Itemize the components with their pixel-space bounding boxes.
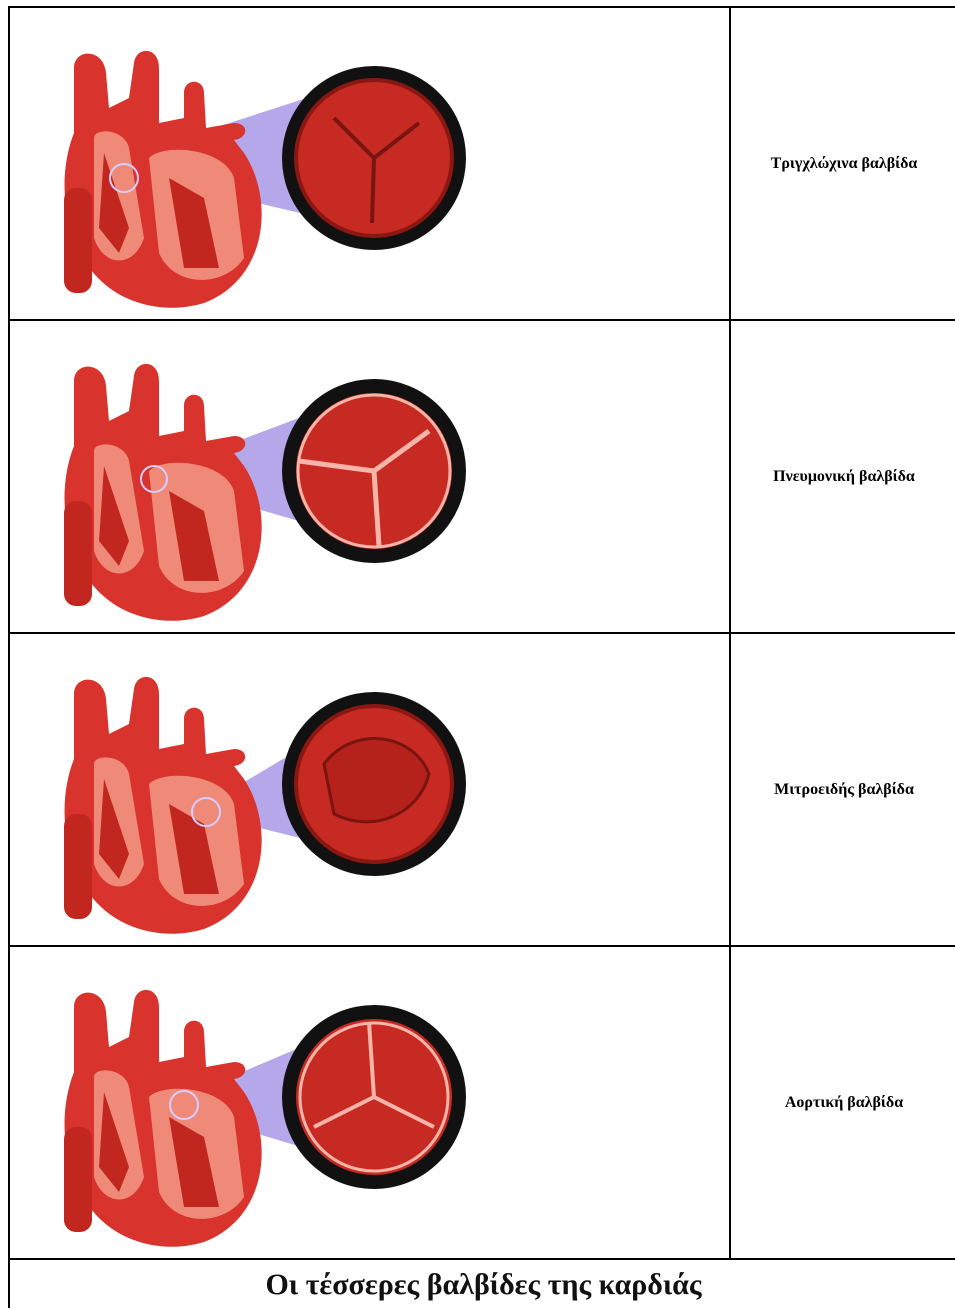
image-cell	[10, 8, 731, 319]
label-cell: Τριγχλώχινα βαλβίδα	[731, 8, 955, 319]
valve-label: Τριγχλώχινα βαλβίδα	[771, 155, 918, 173]
heart-mitral-illustration	[34, 664, 474, 934]
label-cell: Πνευμονική βαλβίδα	[731, 321, 955, 632]
table-row: Πνευμονική βαλβίδα	[10, 321, 955, 634]
heart-pulmonary-illustration	[34, 351, 474, 621]
table-row: Αορτική βαλβίδα	[10, 947, 955, 1260]
caption-text: Οι τέσσερες βαλβίδες της καρδιάς	[265, 1268, 701, 1302]
heart-aortic-illustration	[34, 977, 474, 1247]
table-row: Μιτροειδής βαλβίδα	[10, 634, 955, 947]
valve-label: Αορτική βαλβίδα	[785, 1094, 903, 1112]
image-cell	[10, 947, 731, 1258]
heart-tricuspid-illustration	[34, 38, 474, 308]
label-cell: Αορτική βαλβίδα	[731, 947, 955, 1258]
table-caption: Οι τέσσερες βαλβίδες της καρδιάς	[10, 1260, 955, 1310]
image-cell	[10, 634, 731, 945]
label-cell: Μιτροειδής βαλβίδα	[731, 634, 955, 945]
table-row: Τριγχλώχινα βαλβίδα	[10, 8, 955, 321]
image-cell	[10, 321, 731, 632]
valves-table: Τριγχλώχινα βαλβίδα Πνευμονική βαλβίδα	[8, 6, 955, 1308]
valve-label: Μιτροειδής βαλβίδα	[774, 781, 914, 799]
valve-label: Πνευμονική βαλβίδα	[773, 468, 915, 486]
